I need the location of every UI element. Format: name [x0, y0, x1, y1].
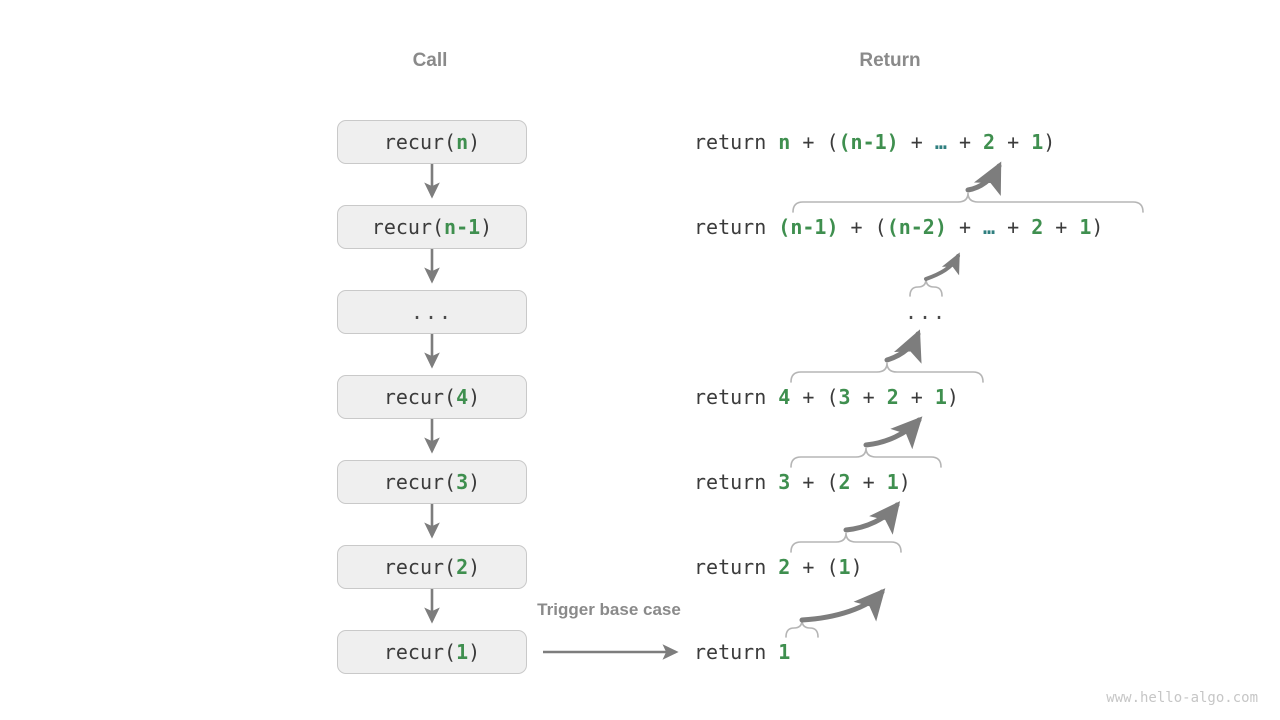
return-token: 3 [838, 385, 851, 409]
return-token: + [850, 385, 887, 409]
call-box-prefix: recur( [371, 215, 445, 239]
return-token: ) [1043, 130, 1056, 154]
return-token: + [946, 130, 984, 154]
return-ellipsis: ... [904, 300, 948, 324]
return-token: 4 [778, 385, 791, 409]
return-line-return-3: return 3 + (2 + 1) [694, 472, 911, 492]
return-token: (n-1) [838, 130, 899, 154]
return-token: … [983, 215, 996, 239]
return-token: (n-1) [778, 215, 839, 239]
return-token: ) [1091, 215, 1104, 239]
column-header-call: Call [412, 50, 448, 71]
return-token: + [850, 470, 887, 494]
return-line-return-1: return 1 [694, 642, 790, 662]
return-token: return [694, 130, 779, 154]
return-dots-up-arrow [924, 252, 960, 281]
return-token: + [1043, 215, 1080, 239]
call-box-prefix: recur( [383, 130, 457, 154]
return-token: + [790, 385, 827, 409]
call-box-prefix: recur( [383, 640, 457, 664]
call-box-suffix: ) [468, 130, 481, 154]
return-token: ) [946, 385, 959, 409]
call-box-argument: 2 [456, 555, 469, 579]
return-token: + [838, 215, 875, 239]
return-token: 1 [1079, 215, 1092, 239]
return-token: + [790, 130, 827, 154]
call-box-suffix: ) [468, 385, 481, 409]
return-token: (n-2) [886, 215, 947, 239]
watermark: www.hello-algo.com [1106, 690, 1258, 706]
return-token: 1 [1031, 130, 1044, 154]
return-token: 3 [778, 470, 791, 494]
call-box-suffix: ) [468, 470, 481, 494]
return-token: + [898, 130, 935, 154]
return-token: return [694, 470, 779, 494]
return-token: + [995, 130, 1032, 154]
return-token: 1 [934, 385, 947, 409]
return-token: … [934, 130, 947, 154]
call-box-suffix: ) [480, 215, 493, 239]
call-box-recur-4: recur(4) [337, 375, 527, 419]
return-token: 2 [778, 555, 791, 579]
call-box-suffix: ) [468, 640, 481, 664]
call-box-argument: 1 [456, 640, 469, 664]
return-token: ) [898, 470, 911, 494]
column-header-return: Return [859, 50, 921, 71]
return-token: 1 [886, 470, 899, 494]
return-token: 2 [983, 130, 996, 154]
call-box-recur-1: recur(1) [337, 630, 527, 674]
return-token: return [694, 215, 779, 239]
return-line-return-n-1: return (n-1) + ((n-2) + … + 2 + 1) [694, 217, 1103, 237]
return-token: ( [874, 215, 887, 239]
return-token: 2 [886, 385, 899, 409]
return-token: + [898, 385, 935, 409]
call-box-recur-n-1: recur(n-1) [337, 205, 527, 249]
return-token: ( [826, 385, 839, 409]
return-token: ( [826, 470, 839, 494]
return-line-return-4: return 4 + (3 + 2 + 1) [694, 387, 959, 407]
return-token: 2 [1031, 215, 1044, 239]
call-box-prefix: recur( [383, 385, 457, 409]
call-box-prefix: recur( [383, 555, 457, 579]
return-token: n [778, 130, 791, 154]
call-box-argument: 4 [456, 385, 469, 409]
call-box-ellipsis: ... [410, 300, 454, 324]
return-token: return [694, 640, 779, 664]
return-line-return-2: return 2 + (1) [694, 557, 863, 577]
trigger-base-case-label: Trigger base case [537, 600, 681, 619]
return-token: ) [850, 555, 863, 579]
call-box-recur-n: recur(n) [337, 120, 527, 164]
return-token: 1 [778, 640, 791, 664]
return-token: return [694, 385, 779, 409]
call-box-suffix: ) [468, 555, 481, 579]
call-box-argument: n-1 [444, 215, 481, 239]
call-box-argument: n [456, 130, 469, 154]
return-token: + [946, 215, 984, 239]
return-token: 2 [838, 470, 851, 494]
return-token: + [790, 470, 827, 494]
return-token: ( [826, 130, 839, 154]
call-box-prefix: recur( [383, 470, 457, 494]
call-box-recur-3: recur(3) [337, 460, 527, 504]
return-token: ( [826, 555, 839, 579]
call-box-recur-dots: ... [337, 290, 527, 334]
return-token: + [995, 215, 1032, 239]
return-token: 1 [838, 555, 851, 579]
return-line-return-n: return n + ((n-1) + … + 2 + 1) [694, 132, 1055, 152]
call-box-argument: 3 [456, 470, 469, 494]
return-token: + [790, 555, 827, 579]
return-token: return [694, 555, 779, 579]
call-box-recur-2: recur(2) [337, 545, 527, 589]
